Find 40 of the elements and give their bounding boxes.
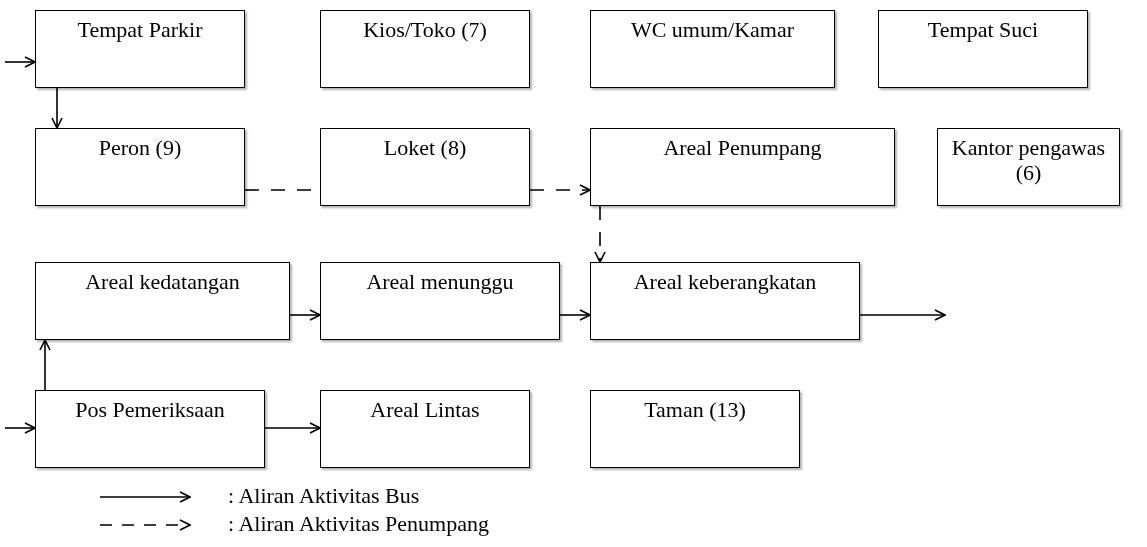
arrow	[4, 422, 36, 434]
box-label: Pos Pemeriksaan	[75, 397, 225, 423]
arrow	[559, 309, 591, 321]
box-label: WC umum/Kamar	[630, 17, 795, 43]
box-label: Taman (13)	[644, 397, 746, 423]
process-box	[35, 10, 245, 88]
box-label: Areal menunggu	[366, 269, 514, 295]
process-box	[937, 128, 1120, 206]
arrow	[51, 87, 63, 129]
process-box	[320, 262, 560, 340]
process-box	[320, 128, 530, 206]
process-box	[320, 10, 530, 88]
box-label: Peron (9)	[98, 135, 182, 161]
arrow	[594, 205, 606, 263]
box-label: Tempat Suci	[927, 17, 1039, 43]
process-box	[590, 262, 860, 340]
process-box	[320, 390, 530, 468]
process-box	[590, 128, 895, 206]
process-box	[878, 10, 1088, 88]
arrow	[529, 184, 591, 196]
process-box	[590, 390, 800, 468]
box-label: Areal Penumpang	[663, 135, 822, 161]
legend-label: : Aliran Aktivitas Penumpang	[228, 511, 489, 537]
arrow	[264, 422, 321, 434]
box-label: Areal keberangkatan	[633, 269, 817, 295]
arrow	[39, 339, 51, 391]
box-label: Areal Lintas	[370, 397, 480, 423]
box-label: Loket (8)	[383, 135, 467, 161]
process-box	[35, 390, 265, 468]
process-box	[35, 262, 290, 340]
process-box	[590, 10, 835, 88]
arrow	[289, 309, 321, 321]
arrow	[859, 309, 946, 321]
box-label: Kios/Toko (7)	[363, 17, 487, 43]
process-box	[35, 128, 245, 206]
box-label: Areal kedatangan	[85, 269, 240, 295]
box-label: Tempat Parkir	[77, 17, 203, 43]
arrow	[4, 56, 36, 68]
legend-label: : Aliran Aktivitas Bus	[228, 483, 420, 509]
box-label: Kantor pengawas (6)	[950, 135, 1107, 186]
